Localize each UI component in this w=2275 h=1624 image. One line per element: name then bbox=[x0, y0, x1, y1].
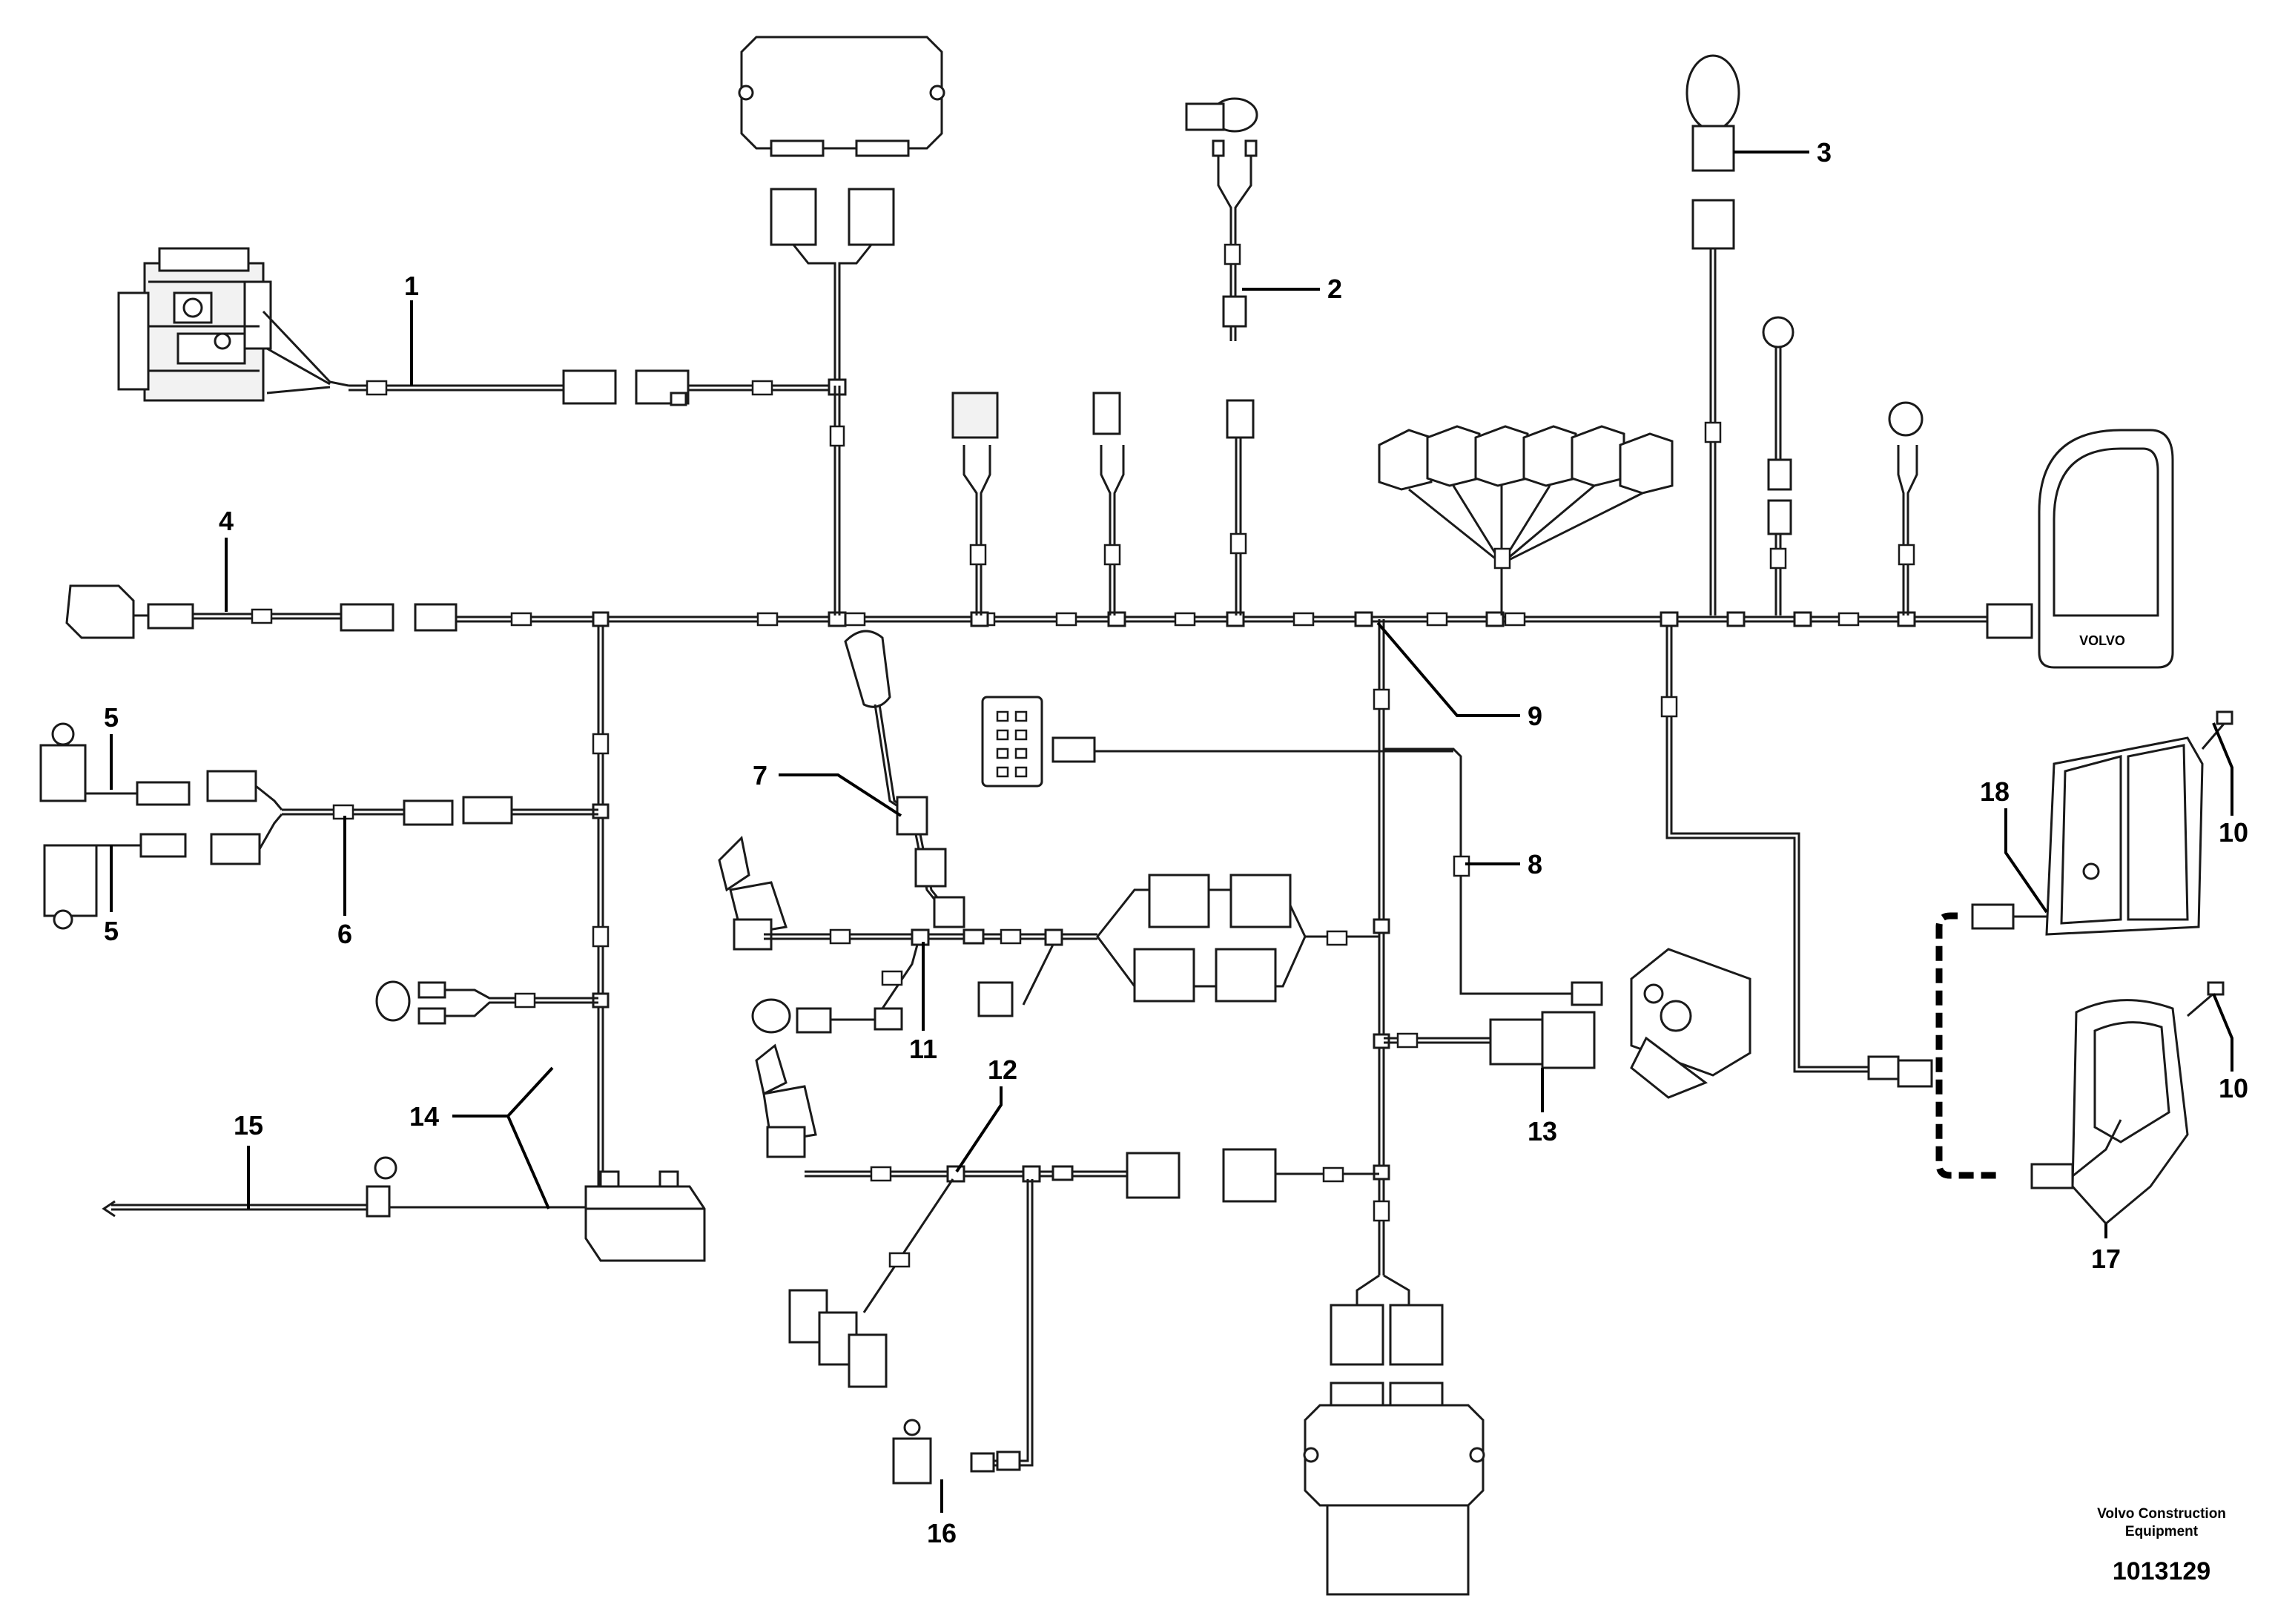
camera-icon bbox=[65, 584, 458, 639]
callout-9: 9 bbox=[1528, 701, 1542, 731]
branch-8-connector bbox=[1453, 855, 1603, 1006]
engine-harness bbox=[262, 310, 847, 615]
callout-17: 17 bbox=[2091, 1244, 2121, 1274]
monitor-brand-label: VOLVO bbox=[2079, 633, 2125, 648]
horn-branch bbox=[1888, 401, 1924, 615]
cab-enclosed-icon bbox=[2045, 710, 2233, 936]
callout-2: 2 bbox=[1327, 274, 1342, 304]
rocker-switch-icon bbox=[751, 936, 921, 1034]
callout-10-lower: 10 bbox=[2219, 1073, 2248, 1103]
callout-11: 11 bbox=[909, 1034, 937, 1064]
monitor-display: VOLVO bbox=[1986, 429, 2174, 669]
callout-labels: 1 2 3 4 5 5 6 7 8 9 10 10 11 12 13 14 15… bbox=[104, 137, 2248, 1548]
callout-10-upper: 10 bbox=[2219, 817, 2248, 848]
center-harness bbox=[911, 874, 1379, 1017]
callout-7: 7 bbox=[753, 760, 767, 790]
engine-icon bbox=[117, 247, 272, 402]
ecu-connector bbox=[1384, 1011, 1596, 1069]
gear-lever-icon bbox=[844, 630, 965, 928]
callout-4: 4 bbox=[219, 506, 234, 536]
manufacturer-line-2: Equipment bbox=[2124, 1524, 2199, 1539]
actuator-upper-icon bbox=[39, 722, 191, 806]
left-joystick-icon bbox=[718, 835, 912, 951]
callout-14: 14 bbox=[409, 1101, 439, 1132]
cab-variant-bus bbox=[1867, 903, 2122, 1189]
keypad-icon bbox=[981, 696, 1096, 788]
callout-5-lower: 5 bbox=[104, 916, 119, 946]
work-lamp-icon bbox=[1685, 54, 1740, 615]
bottom-control-unit bbox=[1303, 1274, 1485, 1596]
round-indicator-branch bbox=[1762, 316, 1794, 615]
ecu-module-icon bbox=[1630, 948, 1751, 1099]
drawing-number: 1013129 bbox=[2112, 1557, 2211, 1585]
callout-15: 15 bbox=[234, 1110, 263, 1141]
top-control-unit bbox=[738, 36, 945, 380]
callout-8: 8 bbox=[1528, 849, 1542, 879]
callout-5-upper: 5 bbox=[104, 702, 119, 733]
buzzer-icon bbox=[375, 980, 598, 1025]
trunk-clips bbox=[510, 611, 1916, 1222]
callout-1: 1 bbox=[404, 271, 419, 301]
callout-3: 3 bbox=[1817, 137, 1832, 168]
callout-13: 13 bbox=[1528, 1116, 1557, 1146]
actuator-lower-icon bbox=[43, 833, 187, 930]
right-joystick-icon bbox=[755, 1043, 1379, 1203]
switch-branch bbox=[1092, 392, 1125, 615]
limit-switch-icon bbox=[892, 1179, 1034, 1485]
connector-branch bbox=[1226, 399, 1255, 615]
switch-bank bbox=[1378, 425, 1674, 615]
manufacturer-label: Volvo Construction Equipment bbox=[2076, 1505, 2247, 1541]
cab-canopy-icon bbox=[2071, 981, 2225, 1226]
actuator-harness bbox=[206, 770, 598, 865]
relay-branch bbox=[951, 392, 999, 615]
callout-18: 18 bbox=[1980, 776, 2010, 807]
callout-leaders bbox=[110, 151, 2233, 1513]
manufacturer-line-1: Volvo Construction bbox=[2097, 1506, 2226, 1522]
battery-cable bbox=[102, 1156, 586, 1218]
battery-icon bbox=[584, 1170, 706, 1262]
callout-6: 6 bbox=[337, 919, 352, 949]
pressure-sensor-icon bbox=[1185, 97, 1258, 341]
callout-12: 12 bbox=[988, 1054, 1017, 1085]
switch-pack-icon bbox=[788, 1178, 954, 1388]
callout-16: 16 bbox=[927, 1518, 957, 1548]
